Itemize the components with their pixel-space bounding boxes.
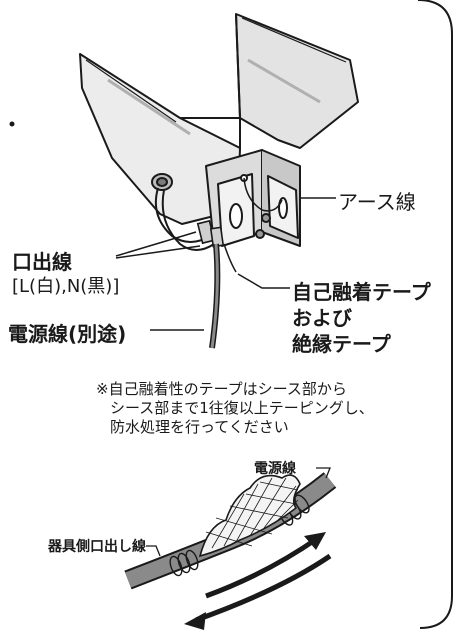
instruction-note: ※自己融着性のテープはシース部から シース部まで1往復以上テーピングし、 防水処…: [96, 380, 374, 437]
earth-wire-path: [243, 177, 283, 212]
note-line-2: シース部まで1往復以上テーピングし、: [110, 399, 374, 417]
label-lead-wire: 口出線: [12, 250, 72, 274]
fixture: [79, 13, 359, 247]
label-tape-3: 絶縁テープ: [292, 332, 391, 356]
arrow-up: [205, 535, 320, 599]
label-lead-wire-colors: [L(白),N(黒)]: [12, 276, 120, 297]
frame-dot: [9, 121, 15, 127]
note-line-1: ※自己融着性のテープはシース部から: [96, 380, 347, 398]
detail-label-power-line: 電源線: [254, 461, 296, 477]
note-line-3: 防水処理を行ってください: [110, 418, 289, 436]
frame-bracket: [417, 0, 453, 629]
detail-illustration: [124, 467, 337, 630]
fixture-left-wing: [79, 53, 241, 225]
label-tape-2: および: [292, 306, 352, 330]
fixture-right-wing: [235, 13, 359, 149]
leader-detail-fixture: [146, 545, 161, 557]
label-tape-1: 自己融着テープ: [292, 280, 431, 304]
arrow-down: [195, 553, 332, 623]
detail-label-fixture-lead: 器具側口出し線: [48, 539, 146, 555]
leader-lead1: [115, 231, 197, 257]
label-power-cord: 電源線(別途): [8, 322, 127, 346]
label-earth-wire: アース線: [338, 190, 416, 214]
leader-detail-power: [316, 467, 331, 479]
leader-tape: [237, 273, 290, 289]
leader-lead2: [115, 245, 201, 259]
leader-lines: [115, 197, 336, 331]
